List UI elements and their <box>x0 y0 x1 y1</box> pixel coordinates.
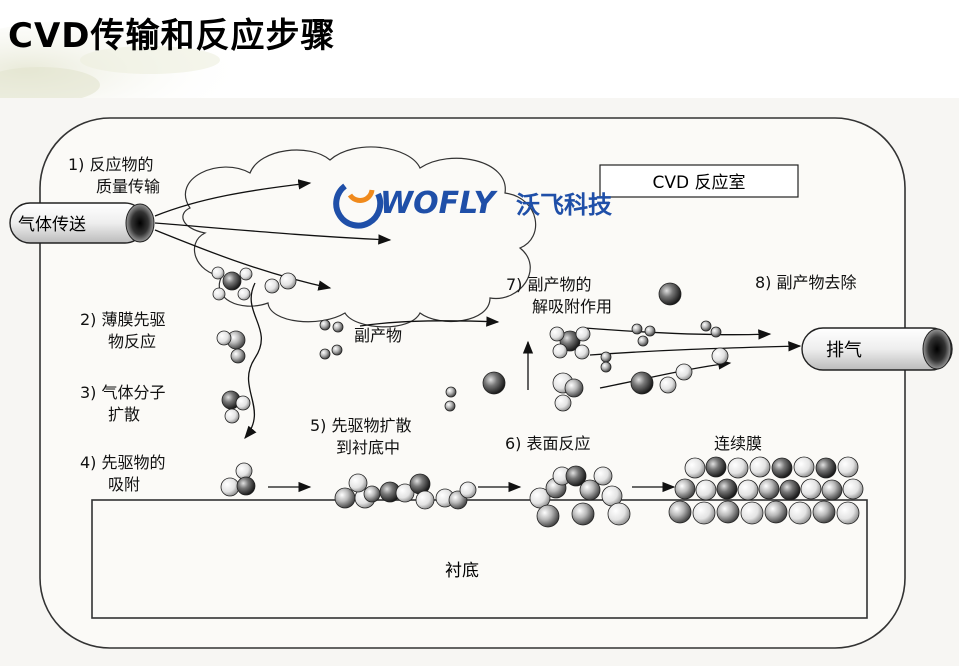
gas-cloud <box>182 146 537 328</box>
continuous-film <box>668 456 864 525</box>
cvd-diagram-svg: CVD 反应室 衬底 气体传送 排气 <box>9 117 953 649</box>
step7-label-line1: 7) 副产物的 <box>506 275 592 294</box>
step2-label-line1: 2) 薄膜先驱 <box>80 310 166 329</box>
step5-label-line1: 5) 先驱物扩散 <box>310 416 412 435</box>
cvd-diagram: CVD 反应室 衬底 气体传送 排气 <box>0 98 959 666</box>
molecules <box>211 266 729 528</box>
step4-label-line1: 4) 先驱物的 <box>80 453 166 472</box>
step3-label-line1: 3) 气体分子 <box>80 383 166 402</box>
substrate-label: 衬底 <box>445 561 479 581</box>
byproduct-label: 副产物 <box>354 326 402 345</box>
mass-transport-arrows <box>154 179 392 439</box>
watermark-cn: 沃飞科技 <box>516 191 613 219</box>
step2-label-line2: 物反应 <box>108 332 156 351</box>
step1-label-line1: 1) 反应物的 <box>68 155 154 174</box>
gas-inlet-label: 气体传送 <box>18 215 86 235</box>
step8-label: 8) 副产物去除 <box>755 273 857 292</box>
background-leaf-decoration <box>0 20 250 110</box>
continuous-film-label: 连续膜 <box>714 434 762 453</box>
step1-label-line2: 质量传输 <box>96 177 160 196</box>
watermark-brand: WOFLY <box>380 186 499 221</box>
wofly-logo-icon <box>333 183 384 229</box>
step6-label: 6) 表面反应 <box>505 434 591 453</box>
step5-label-line2: 到衬底中 <box>336 438 400 457</box>
byproduct-arrow <box>359 316 500 327</box>
desorption-arrows <box>522 327 802 390</box>
substrate <box>91 499 868 619</box>
exhaust-label: 排气 <box>826 340 862 361</box>
step3-label-line2: 扩散 <box>108 405 140 424</box>
step4-label-line2: 吸附 <box>108 475 140 494</box>
step7-label-line2: 解吸附作用 <box>532 297 612 316</box>
chamber-label-box <box>599 164 799 198</box>
gas-inlet-pipe <box>9 202 155 244</box>
slide-title: CVD传输和反应步骤 <box>8 16 336 56</box>
wofly-watermark: WOFLY 沃飞科技 <box>333 183 613 229</box>
exhaust-pipe <box>801 327 953 371</box>
chamber-label: CVD 反应室 <box>653 173 746 193</box>
